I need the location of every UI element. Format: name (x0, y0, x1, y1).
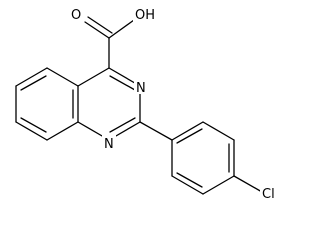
bond-aryl-1-2-double (176, 128, 203, 144)
bond-c4-n3-double (109, 75, 136, 91)
carboxylic-acid-group (84, 16, 135, 69)
bond-carboxyl-oh (108, 19, 135, 39)
chlorophenyl-ring (171, 121, 263, 195)
bond-carbonyl-double-a (84, 21, 110, 39)
atom-labels: OH O N N Cl (70, 5, 282, 202)
bond-c4a-c4 (77, 67, 110, 87)
bond-aryl-5-6-double (176, 172, 203, 188)
pyrimidine-ring (77, 67, 141, 141)
ring-nitrogen-lower-label: N (104, 137, 114, 152)
hydroxyl-label: OH (135, 8, 155, 23)
bond-aryl-cl (233, 175, 263, 193)
bond-aryl-4-5 (202, 175, 235, 195)
chlorine-label: Cl (262, 187, 275, 202)
chemical-structure-diagram: OH O N N Cl (15, 5, 282, 202)
bond-c5-c4a (46, 67, 79, 87)
bond-c6-c5 (15, 67, 48, 87)
bond-aryl-5-6 (171, 175, 204, 195)
bond-aryl-2-3 (202, 121, 235, 141)
bond-c8a-c8 (46, 121, 79, 141)
bond-aryl-1-2 (171, 121, 204, 141)
ring-nitrogen-upper-label: N (136, 81, 146, 96)
bond-c2-aryl (139, 121, 173, 141)
bond-c6-c5-double (20, 75, 47, 91)
benzo-ring (15, 67, 79, 141)
bond-c8-c7 (15, 121, 48, 141)
bond-c8-c7-double (20, 117, 47, 133)
carbonyl-oxygen-label: O (71, 8, 81, 23)
bond-c2-n1-double (109, 117, 136, 133)
bond-carbonyl-double-b (87, 16, 113, 34)
